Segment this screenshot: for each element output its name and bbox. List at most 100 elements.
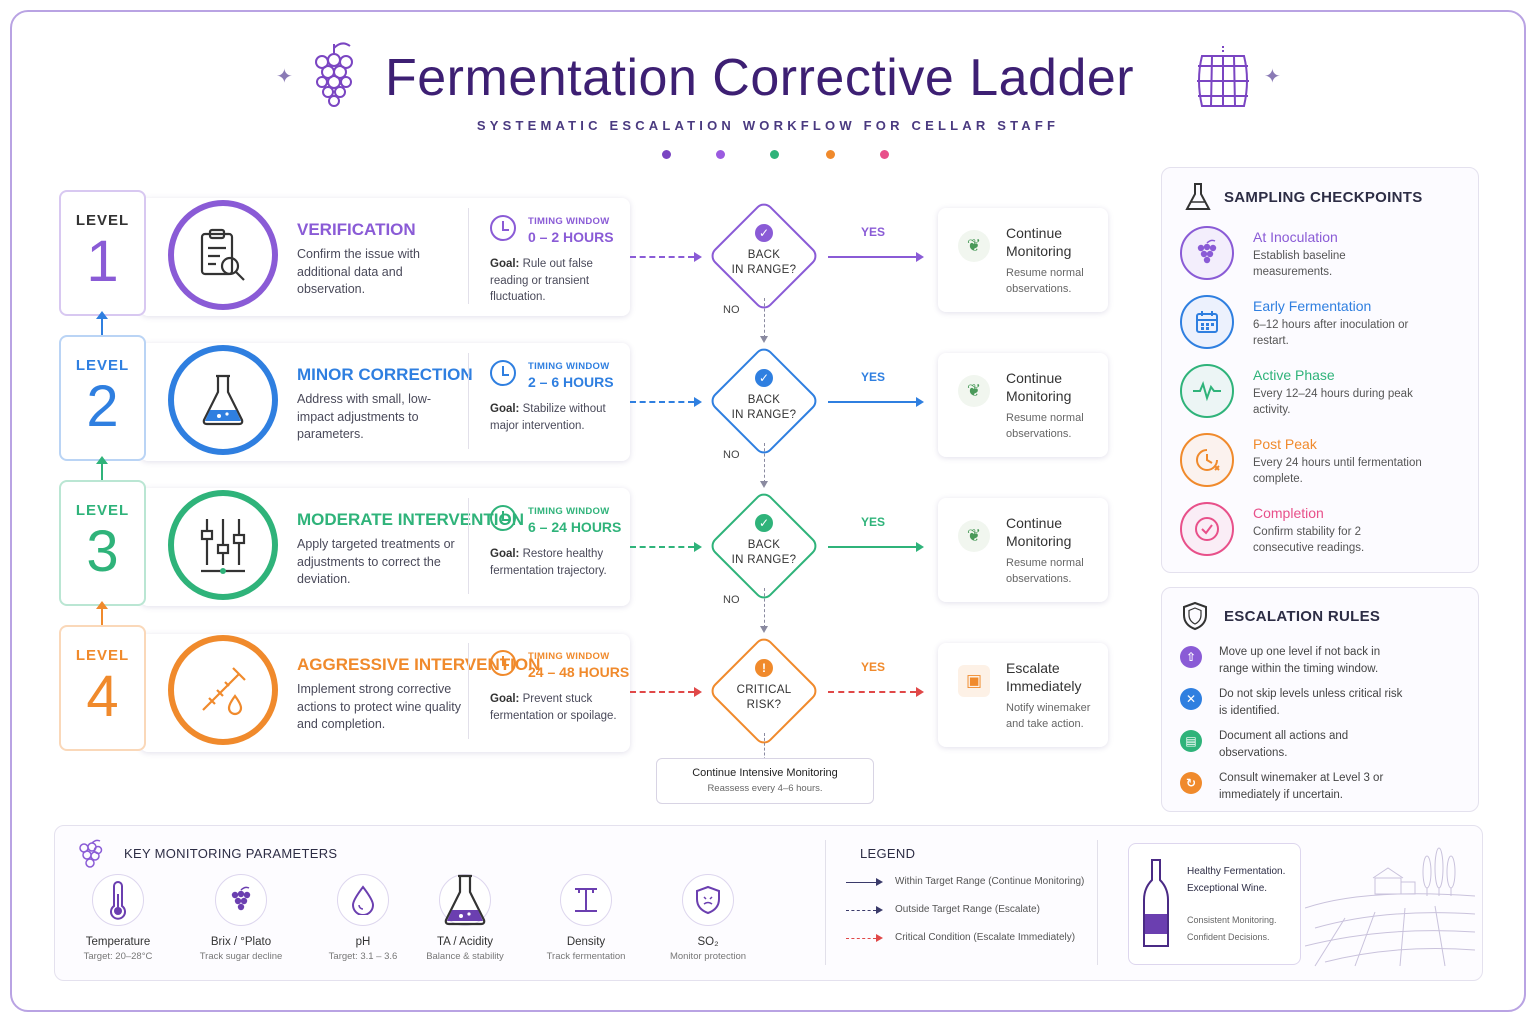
result-description: Resume normal observations. (1006, 267, 1084, 295)
legend-heading: LEGEND (860, 846, 916, 861)
yes-label: YES (861, 225, 886, 239)
result-title: Continue Monitoring (1006, 515, 1072, 549)
level-word: LEVEL (75, 502, 130, 519)
clipboard-search-icon (168, 200, 278, 310)
result-title: Escalate Immediately (1006, 660, 1082, 694)
rule-text: Move up one level if not back in range w… (1219, 646, 1381, 675)
arrow-head-icon (694, 687, 702, 697)
decision-line: BACK (747, 539, 781, 551)
decision-line: IN RANGE? (731, 409, 797, 421)
leaf-icon: ❦ (958, 375, 990, 407)
sparkle-right-icon: ✦ (1264, 66, 1281, 88)
decor-dot (826, 150, 835, 159)
level-word: LEVEL (75, 647, 130, 664)
leaf-icon: ❦ (958, 520, 990, 552)
flow-arrow-in (630, 256, 694, 258)
flow-arrow-in (630, 546, 694, 548)
timing-window: 0 – 2 HOURS (528, 229, 614, 245)
separator (468, 643, 469, 739)
legend-line (846, 882, 876, 883)
goal-label: Goal: (490, 258, 520, 270)
rule-text: Do not skip levels unless critical risk … (1219, 688, 1403, 717)
flow-arrow-no (764, 733, 765, 775)
flow-arrow-in (630, 691, 694, 693)
decision-line: CRITICAL (736, 684, 792, 696)
arrow-head-icon (694, 252, 702, 262)
level-up-arrow (101, 607, 103, 625)
rules-heading: ESCALATION RULES (1224, 608, 1381, 625)
arrow-head-icon (96, 311, 108, 319)
barrel-icon (1197, 46, 1249, 107)
result-description: Resume normal observations. (1006, 412, 1084, 440)
shield-icon (1183, 601, 1207, 631)
flow-arrow-no (764, 298, 765, 338)
clock-icon (490, 505, 516, 531)
grapes-icon (215, 874, 267, 926)
no-label: NO (723, 449, 740, 461)
level-heading: VERIFICATION (297, 220, 416, 239)
legend-text: Critical Condition (Escalate Immediately… (895, 932, 1076, 943)
clock-icon (490, 360, 516, 386)
arrow-head-icon (694, 397, 702, 407)
arrow-head-icon (916, 542, 924, 552)
level-number: 2 (86, 374, 119, 439)
goal-label: Goal: (490, 693, 520, 705)
parameter-target: Target: 3.1 – 3.6 (328, 951, 398, 962)
parameter-name: Density (566, 936, 606, 948)
sliders-icon (168, 490, 278, 600)
syringe-drop-icon (168, 635, 278, 745)
alert-icon: ! (755, 659, 773, 677)
level-word: LEVEL (75, 212, 130, 229)
level-up-arrow (101, 317, 103, 335)
tagline-line: Consistent Monitoring. (1187, 915, 1277, 925)
legend-text: Within Target Range (Continue Monitoring… (895, 876, 1085, 887)
arrow-head-icon (916, 397, 924, 407)
goal-text: Prevent stuck fermentation or spoilage. (490, 693, 617, 722)
thermometer-icon (92, 874, 144, 926)
level-word: LEVEL (75, 357, 130, 374)
clock-icon (490, 650, 516, 676)
level-up-icon: ⇧ (1180, 646, 1202, 668)
grapes-icon (79, 839, 103, 868)
level-number: 4 (86, 664, 119, 729)
flask-icon (1185, 183, 1211, 210)
flask-icon (168, 345, 278, 455)
level-description: Implement strong corrective actions to p… (297, 682, 461, 731)
level-heading: MINOR CORRECTION (297, 365, 473, 384)
parameter-name: Temperature (85, 936, 151, 948)
timing-label: TIMING WINDOW (528, 361, 610, 372)
shield-icon (682, 874, 734, 926)
grapes-icon (1180, 226, 1234, 280)
rules-panel (1161, 587, 1479, 812)
no-label: NO (723, 304, 740, 316)
final-title: Continue Intensive Monitoring (692, 767, 838, 779)
result-title: Continue Monitoring (1006, 225, 1072, 259)
timing-window: 6 – 24 HOURS (528, 519, 622, 535)
level-goal: Goal: Restore healthy fermentation traje… (490, 546, 630, 579)
flow-arrow-no (764, 443, 765, 483)
parameter-name: SO₂ (697, 936, 719, 948)
flow-arrow-no (764, 588, 765, 628)
checkpoint-description: Establish baseline measurements. (1253, 250, 1346, 278)
level-description: Address with small, low-impact adjustmen… (297, 392, 432, 441)
level-number: 3 (86, 519, 119, 584)
arrow-head-icon (694, 542, 702, 552)
no-label: NO (723, 594, 740, 606)
arrow-head-icon (876, 906, 883, 914)
tagline-line: Exceptional Wine. (1187, 883, 1268, 894)
sampling-heading: SAMPLING CHECKPOINTS (1224, 189, 1423, 206)
arrow-head-icon (96, 456, 108, 464)
level-goal: Goal: Stabilize without major interventi… (490, 401, 630, 434)
rule-text: Consult winemaker at Level 3 or immediat… (1219, 772, 1384, 801)
level-goal: Goal: Prevent stuck fermentation or spoi… (490, 691, 630, 724)
arrow-head-icon (916, 687, 924, 697)
timing-window: 24 – 48 HOURS (528, 664, 630, 680)
yes-label: YES (861, 370, 886, 384)
